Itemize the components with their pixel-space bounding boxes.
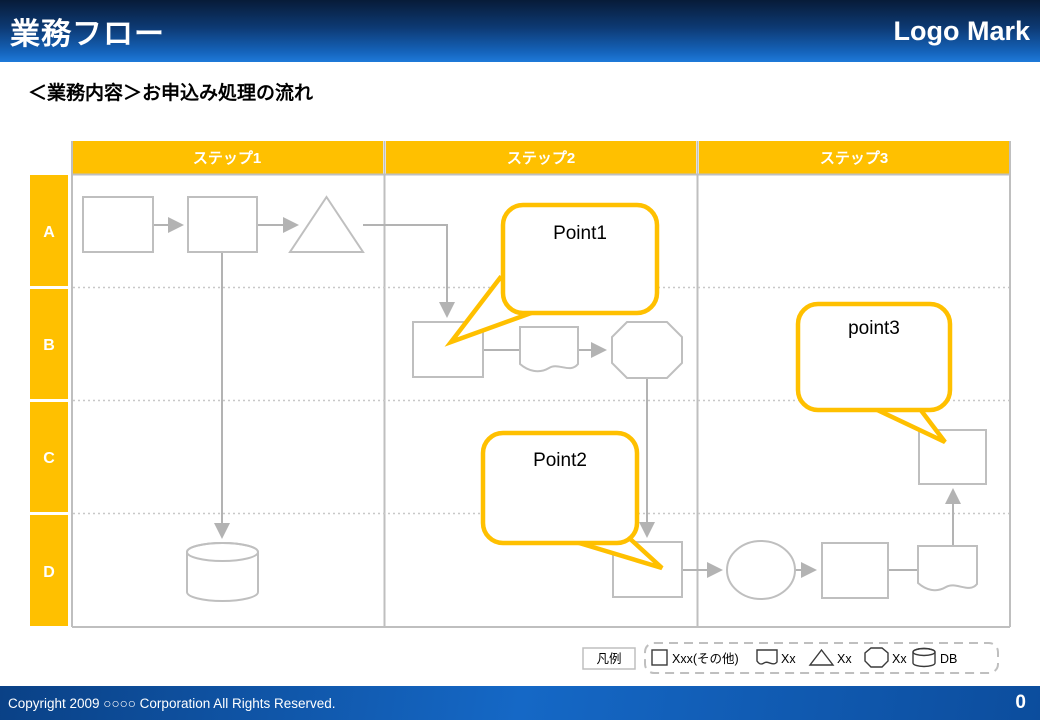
callout1-bubble <box>500 202 660 316</box>
legend-item-5-label: DB <box>940 652 957 666</box>
step2-label: ステップ2 <box>507 150 575 167</box>
step1-header-cell <box>72 141 383 174</box>
page-title: 業務フロー <box>10 18 165 51</box>
document-shape-d <box>917 545 978 592</box>
connector-triangle-b1 <box>363 224 455 318</box>
legend-title: 凡例 <box>596 652 621 666</box>
row-d-cell <box>30 515 68 626</box>
legend-dashed-frame <box>644 642 999 674</box>
triangle-shape-a <box>288 195 365 253</box>
process-rect-c1 <box>918 429 987 485</box>
legend-item-3-label: Xx <box>837 652 852 666</box>
db-cylinder-rim <box>186 542 259 562</box>
legend-title-box <box>582 647 636 670</box>
flow-shapes <box>82 195 987 602</box>
legend-item-1-label: Xxx(その他) <box>672 652 739 666</box>
legend-cylinder-icon <box>912 647 936 668</box>
legend: 凡例 Xxx(その他) Xx Xx Xx DB <box>582 642 999 674</box>
row-d-label: D <box>43 564 55 581</box>
swimlane-step-headers: ステップ1 ステップ2 ステップ3 <box>72 141 1010 174</box>
row-c-cell <box>30 402 68 512</box>
footer-bar: Copyright 2009 ○○○○ Corporation All Righ… <box>0 686 1040 720</box>
db-cylinder-shape <box>186 542 259 602</box>
row-b-cell <box>30 289 68 399</box>
step3-header-cell <box>699 141 1010 174</box>
process-rect-a2 <box>187 196 258 253</box>
document-shape-b <box>519 326 579 373</box>
legend-item-4-label: Xx <box>892 652 907 666</box>
title-bar: 業務フロー Logo Mark <box>0 0 1040 62</box>
circle-shape-d <box>726 540 796 600</box>
step1-label: ステップ1 <box>193 150 261 167</box>
callout3-bubble <box>795 301 953 413</box>
flow-connectors <box>153 217 961 578</box>
legend-rect-icon <box>651 649 668 666</box>
callout2-bubble <box>480 430 640 546</box>
legend-document-icon <box>756 649 778 665</box>
legend-item-2-label: Xx <box>781 652 796 666</box>
row-c-label: C <box>43 450 55 467</box>
logo-mark: Logo Mark <box>893 15 1030 46</box>
slide-subtitle: ＜業務内容＞お申込み処理の流れ <box>28 83 314 104</box>
octagon-shape-b <box>611 321 683 379</box>
legend-triangle-icon <box>808 648 835 666</box>
copyright-text: Copyright 2009 ○○○○ Corporation All Righ… <box>8 695 336 711</box>
legend-cylinder-rim <box>912 647 936 657</box>
row-a-label: A <box>43 224 55 241</box>
step3-label: ステップ3 <box>820 150 888 167</box>
legend-octagon-icon <box>864 647 889 668</box>
page-number: 0 <box>1015 692 1026 713</box>
process-rect-d2 <box>821 542 889 599</box>
callout3-text: point3 <box>848 318 900 339</box>
row-a-cell <box>30 175 68 286</box>
swimlane-row-headers: A B C D <box>30 175 68 626</box>
row-b-label: B <box>43 337 55 354</box>
callout2-text: Point2 <box>533 450 587 471</box>
process-rect-a1 <box>82 196 154 253</box>
callout1-text: Point1 <box>553 223 607 244</box>
grid-lines <box>71 141 1011 628</box>
flow-diagram: ステップ1 ステップ2 ステップ3 A B C D <box>30 141 1011 674</box>
step2-header-cell <box>386 141 696 174</box>
callouts: Point1 Point2 point3 <box>444 202 953 571</box>
